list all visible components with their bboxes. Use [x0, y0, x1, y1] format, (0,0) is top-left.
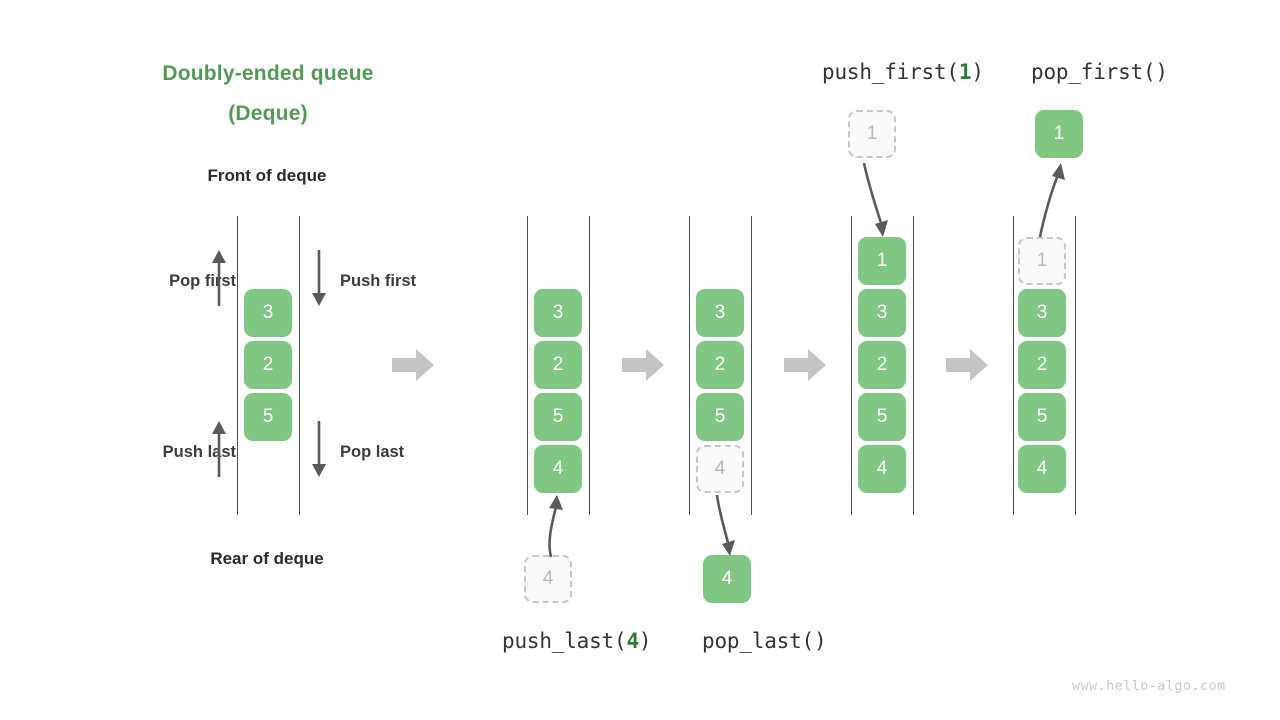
deque-cell: 3: [244, 289, 292, 337]
diagram-title-line2: (Deque): [228, 102, 308, 125]
deque-cell: 5: [534, 393, 582, 441]
deque-cell: 3: [696, 289, 744, 337]
push-first-flow-arrow-icon: [850, 161, 900, 239]
deque-rail-left-panel-3: [689, 216, 690, 515]
transition-arrow-icon: [784, 348, 826, 382]
deque-rail-right-panel-1: [299, 216, 300, 515]
deque-cell: 1: [858, 237, 906, 285]
transition-arrow-icon: [946, 348, 988, 382]
pop-first-arrow-icon: [210, 248, 228, 308]
deque-cell: 2: [858, 341, 906, 389]
pop-first-flow-arrow-icon: [1020, 161, 1070, 239]
transition-arrow-icon: [392, 348, 434, 382]
deque-rail-left-panel-2: [527, 216, 528, 515]
pop-first-label: Pop first: [169, 272, 236, 290]
pop-last-flow-arrow-icon: [700, 493, 744, 559]
deque-cell: 5: [858, 393, 906, 441]
push-first-signature: push_first(1): [822, 60, 984, 84]
front-of-deque-label: Front of deque: [207, 166, 327, 185]
pop-first-signature: pop_first(): [1031, 60, 1168, 84]
push-last-prefix: push_last(: [502, 629, 627, 653]
deque-cell: 2: [1018, 341, 1066, 389]
pop-last-arrow-icon: [310, 419, 328, 479]
deque-cell: 3: [534, 289, 582, 337]
deque-rail-left-panel-5: [1013, 216, 1014, 515]
push-last-signature: push_last(4): [502, 629, 652, 653]
incoming-ghost-cell: 1: [848, 110, 896, 158]
push-first-prefix: push_first(: [822, 60, 959, 84]
deque-cell: 3: [858, 289, 906, 337]
outgoing-ghost-cell: 1: [1018, 237, 1066, 285]
deque-cell: 3: [1018, 289, 1066, 337]
push-last-label: Push last: [162, 443, 236, 461]
deque-cell: 2: [244, 341, 292, 389]
deque-cell: 4: [1018, 445, 1066, 493]
rear-of-deque-label: Rear of deque: [210, 549, 324, 568]
deque-cell: 4: [858, 445, 906, 493]
outgoing-ghost-cell: 4: [696, 445, 744, 493]
transition-arrow-icon: [622, 348, 664, 382]
diagram-title-line1: Doubly-ended queue: [162, 62, 374, 85]
deque-rail-left-panel-4: [851, 216, 852, 515]
pop-last-signature: pop_last(): [702, 629, 827, 653]
popped-cell: 1: [1035, 110, 1083, 158]
push-last-arg: 4: [626, 629, 639, 653]
incoming-ghost-cell: 4: [524, 555, 572, 603]
deque-cell: 2: [696, 341, 744, 389]
deque-rail-right-panel-2: [589, 216, 590, 515]
deque-rail-right-panel-5: [1075, 216, 1076, 515]
deque-cell: 5: [244, 393, 292, 441]
watermark: www.hello-algo.com: [1072, 678, 1226, 694]
popped-cell: 4: [703, 555, 751, 603]
push-first-arrow-icon: [310, 248, 328, 308]
deque-rail-right-panel-4: [913, 216, 914, 515]
push-last-suffix: ): [638, 629, 652, 653]
pop-last-label: Pop last: [340, 443, 405, 461]
push-first-suffix: ): [971, 60, 984, 84]
deque-cell: 4: [534, 445, 582, 493]
push-first-label: Push first: [340, 272, 417, 290]
push-last-flow-arrow-icon: [530, 493, 574, 559]
deque-rail-left-panel-1: [237, 216, 238, 515]
push-last-arrow-icon: [210, 419, 228, 479]
deque-cell: 2: [534, 341, 582, 389]
deque-cell: 5: [1018, 393, 1066, 441]
deque-rail-right-panel-3: [751, 216, 752, 515]
push-first-arg: 1: [958, 60, 972, 84]
deque-cell: 5: [696, 393, 744, 441]
